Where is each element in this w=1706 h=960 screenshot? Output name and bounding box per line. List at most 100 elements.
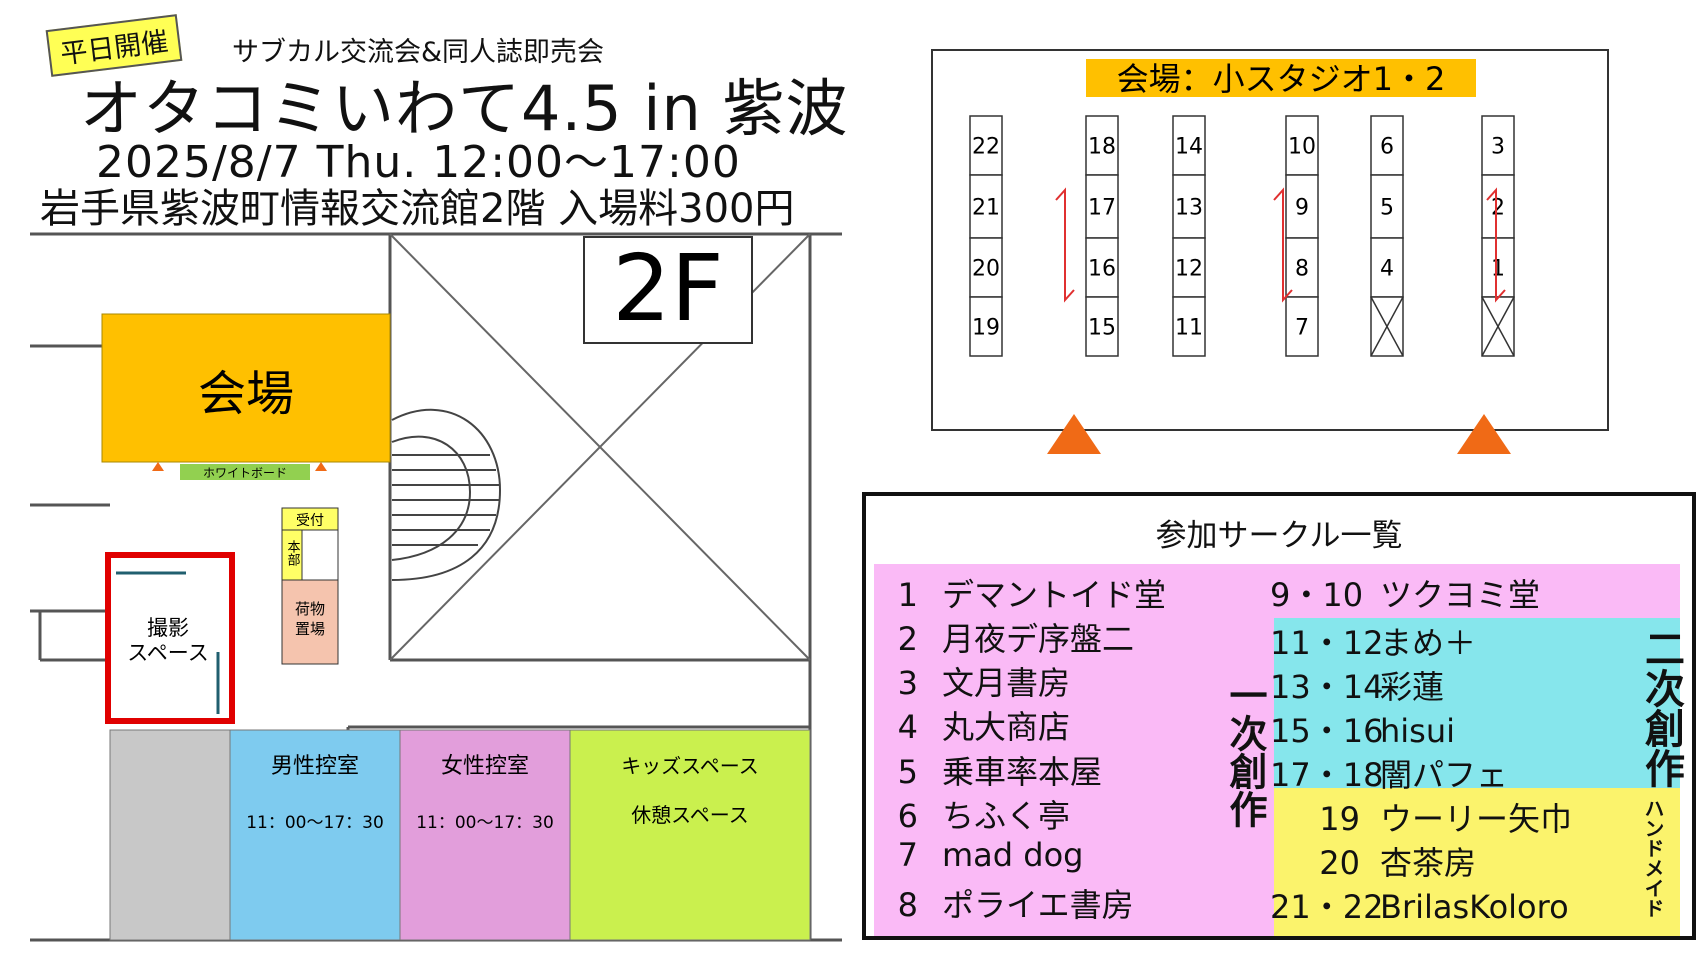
table-cell (969, 115, 1003, 176)
circle-number: 17・18 (1270, 756, 1384, 794)
circle-row: 20 杏茶房 (1270, 838, 1476, 884)
male-room-label: 男性控室 (271, 754, 359, 779)
event-subtitle: サブカル交流会&同人誌即売会 (232, 37, 605, 68)
storage-room (109, 729, 231, 941)
table-number: 19 (972, 316, 1000, 341)
photo-space-label-1: 撮影 (147, 616, 189, 640)
hall-label: 会場 (198, 366, 294, 422)
circle-name: 闇パフェ (1380, 756, 1509, 794)
circle-name: hisui (1380, 712, 1456, 750)
circle-name: デマントイド堂 (942, 576, 1167, 614)
circle-name: 彩蓮 (1380, 668, 1445, 706)
circle-name: ツクヨミ堂 (1380, 576, 1541, 614)
circle-number: 8 (897, 886, 918, 924)
male-room-hours: 11：00～17：30 (246, 813, 384, 833)
luggage-label-1: 荷物 (295, 600, 325, 618)
table-number: 13 (1175, 196, 1203, 221)
table-cell (1085, 115, 1119, 176)
table-cell (1370, 174, 1404, 239)
circle-name: ポライエ書房 (942, 886, 1134, 924)
circle-row: 8 ポライエ書房 (894, 880, 1134, 926)
table-cell (969, 174, 1003, 239)
table-number: 11 (1175, 316, 1203, 341)
kids-room-label: キッズスペース (621, 754, 759, 778)
unused-table-mark (1370, 296, 1404, 357)
table-cell (1172, 174, 1206, 239)
circle-list: 参加サークル一覧 1 デマントイド堂 2 月夜デ序盤二 3 文月書房 4 丸大商店 5 乗車率本屋… (862, 492, 1696, 940)
circle-number: 4 (897, 708, 918, 746)
table-number: 9 (1295, 196, 1309, 221)
circle-name: 杏茶房 (1380, 844, 1477, 882)
circle-row: 1 デマントイド堂 (894, 570, 1166, 616)
circle-row: 11・12まめ＋ (1270, 618, 1476, 664)
event-venue: 岩手県紫波町情報交流館2階 入場料300円 (40, 186, 795, 232)
circle-row: 4 丸大商店 (894, 702, 1070, 748)
table-cell (1285, 296, 1319, 357)
luggage-label-2: 置場 (295, 620, 325, 638)
table-cell (969, 296, 1003, 357)
circle-row: 7 mad dog (894, 836, 1084, 874)
table-layout: 会場：小スタジオ1・2 2221201918171615141312111098… (931, 49, 1609, 454)
hall-entrance-right (315, 462, 327, 471)
rest-space-label: 休憩スペース (631, 803, 749, 827)
female-room-hours: 11：00～17：30 (416, 813, 554, 833)
whiteboard-label: ホワイトボード (203, 466, 287, 480)
female-room-label: 女性控室 (441, 754, 529, 779)
table-number: 17 (1088, 196, 1116, 221)
event-title: オタコミいわて4.5 in 紫波 (80, 72, 849, 145)
circle-name: 月夜デ序盤二 (942, 620, 1135, 658)
entrance-right (1457, 414, 1511, 454)
circle-number: 2 (897, 620, 918, 658)
table-cell (969, 237, 1003, 298)
circle-number: 13・14 (1270, 668, 1384, 706)
circle-row: 17・18闇パフェ (1270, 750, 1508, 796)
circle-name: 文月書房 (942, 664, 1071, 702)
circle-row: 9・10 ツクヨミ堂 (1270, 570, 1540, 616)
table-cell (1085, 296, 1119, 357)
circle-name: まめ＋ (1380, 624, 1477, 662)
circle-name: 乗車率本屋 (942, 753, 1103, 791)
circle-number: 15・16 (1270, 712, 1384, 750)
circle-number: 1 (897, 576, 918, 614)
circle-name: BrilasKoloro (1380, 888, 1569, 926)
floor-label: 2F (612, 235, 723, 342)
circle-number: 9・10 (1270, 576, 1364, 614)
circle-row: 5 乗車率本屋 (894, 747, 1102, 793)
table-cell (1370, 115, 1404, 176)
table-number: 6 (1380, 135, 1394, 160)
unused-table-mark (1481, 296, 1515, 357)
circle-row: 3 文月書房 (894, 658, 1070, 704)
table-cell (1172, 296, 1206, 357)
table-cell (1085, 174, 1119, 239)
table-number: 4 (1380, 257, 1394, 282)
circle-number: 7 (897, 836, 918, 874)
circle-list-title: 参加サークル一覧 (1155, 518, 1403, 554)
circle-row: 2 月夜デ序盤二 (894, 614, 1134, 660)
circle-number: 20 (1319, 844, 1360, 882)
handmade-category-label: ハンドメイド (1641, 798, 1665, 918)
circle-name: 丸大商店 (942, 708, 1071, 746)
derivative-category-label: 二次創作 (1638, 628, 1684, 788)
circle-number: 3 (897, 664, 918, 702)
circle-row: 21・22BrilasKoloro (1270, 882, 1569, 928)
circle-number: 5 (897, 753, 918, 791)
event-datetime: 2025/8/7 Thu. 12:00～17:00 (96, 137, 741, 188)
table-number: 10 (1288, 135, 1316, 160)
table-cell (1285, 115, 1319, 176)
table-number: 3 (1491, 135, 1505, 160)
circle-number: 6 (897, 797, 918, 835)
circle-row: 13・14彩蓮 (1270, 662, 1444, 708)
table-number: 14 (1175, 135, 1203, 160)
table-layout-title: 会場：小スタジオ1・2 (1117, 60, 1446, 98)
table-number: 12 (1175, 257, 1203, 282)
circle-name: mad dog (942, 836, 1084, 874)
hq-label: 本部 (285, 540, 301, 566)
original-category-label: 一次創作 (1223, 676, 1267, 828)
table-number: 15 (1088, 316, 1116, 341)
table-cell (1481, 115, 1515, 176)
circle-number: 21・22 (1270, 888, 1384, 926)
photo-space-label-2: スペース (127, 641, 208, 665)
circle-number: 11・12 (1270, 624, 1384, 662)
